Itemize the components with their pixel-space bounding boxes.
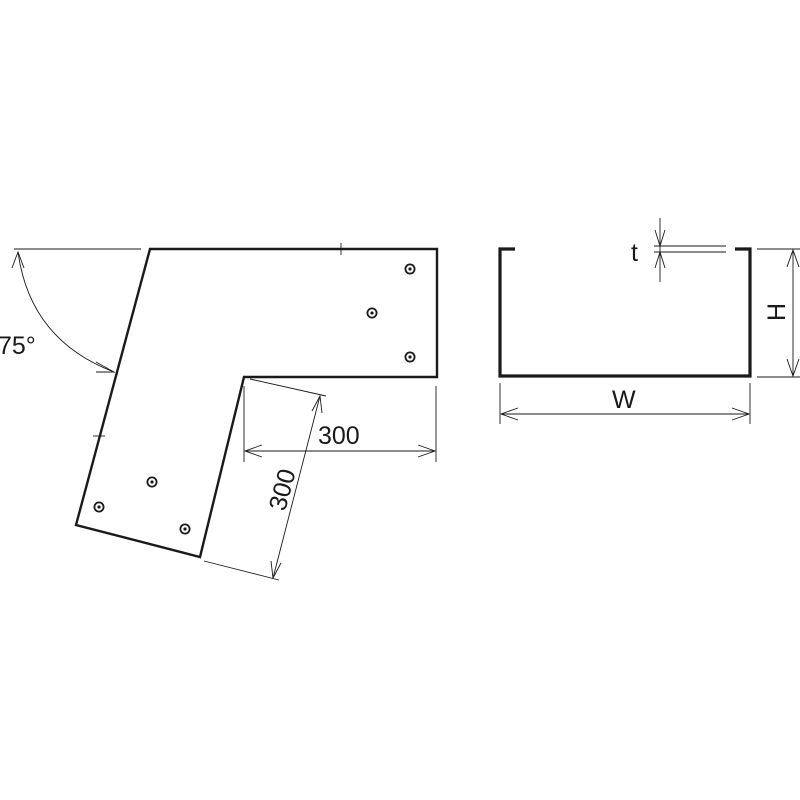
- thickness-dimension: t: [631, 218, 726, 282]
- bolt-hole-icon: [179, 523, 191, 535]
- bolt-hole-icon: [146, 476, 158, 488]
- channel-section-view: t H W: [498, 218, 800, 424]
- height-arrow-bottom: [786, 358, 800, 378]
- bolt-holes: [93, 263, 416, 535]
- horizontal-length-label: 300: [318, 422, 360, 450]
- width-dimension: W: [499, 383, 751, 424]
- angle-arrow-bottom: [95, 361, 116, 373]
- bolt-hole-icon: [93, 501, 105, 513]
- bolt-hole-icon: [404, 351, 416, 363]
- height-arrow-top: [786, 248, 800, 268]
- angle-arrow-top: [11, 250, 25, 269]
- bolt-hole-icon: [366, 307, 378, 319]
- angled-length-dimension: 300: [203, 378, 327, 581]
- horizontal-length-dimension: 300: [243, 386, 437, 462]
- horizontal-arrow-right: [417, 444, 437, 458]
- angled-arrow-bottom: [270, 560, 282, 580]
- height-label: H: [763, 303, 791, 321]
- width-label: W: [612, 386, 636, 414]
- horizontal-arrow-left: [243, 444, 263, 458]
- thickness-arrow-bottom: [654, 250, 666, 269]
- angled-arrow-top: [311, 394, 323, 414]
- elbow-plan-view: 75° 300 300: [0, 243, 439, 581]
- height-dimension: H: [757, 248, 800, 378]
- thickness-arrow-top: [654, 229, 666, 248]
- width-arrow-left: [499, 407, 519, 421]
- angled-extension-bottom: [203, 560, 280, 581]
- angle-arc: [17, 251, 115, 373]
- elbow-outline: [74, 247, 439, 559]
- channel-profile: [498, 247, 752, 378]
- bolt-hole-icon: [404, 263, 416, 275]
- thickness-label: t: [631, 239, 638, 267]
- angle-label: 75°: [0, 332, 36, 360]
- angle-dimension: 75°: [0, 248, 141, 373]
- angled-extension-top: [249, 378, 327, 397]
- width-arrow-right: [731, 407, 751, 421]
- angled-dimension-line: [272, 395, 321, 579]
- angled-length-label: 300: [264, 466, 302, 514]
